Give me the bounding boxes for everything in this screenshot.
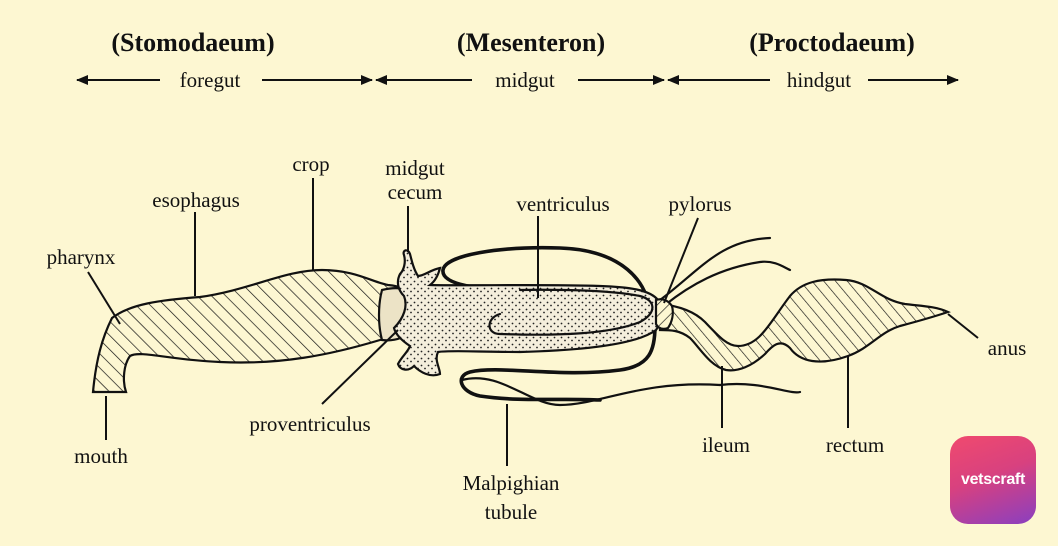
rectum-label: rectum xyxy=(826,433,884,457)
ventriculus-label: ventriculus xyxy=(516,192,609,216)
mouth-label: mouth xyxy=(74,444,128,468)
pylorus-shape xyxy=(654,298,674,330)
pylorus-label: pylorus xyxy=(669,192,732,216)
midgut-cecum-label-line1: midgut xyxy=(385,156,445,180)
vetscraft-logo: vetscraft xyxy=(950,436,1036,524)
foregut-label: foregut xyxy=(180,68,241,92)
ileum-label: ileum xyxy=(702,433,750,457)
crop-label: crop xyxy=(292,152,329,176)
hindgut-shape xyxy=(658,278,951,372)
malpighian-tubule-label-line2: tubule xyxy=(485,500,538,524)
proventriculus-label: proventriculus xyxy=(249,412,370,436)
ventriculus-fold xyxy=(488,288,654,336)
anus-label: anus xyxy=(988,336,1027,360)
hindgut-label: hindgut xyxy=(787,68,851,92)
logo-text: vetscraft xyxy=(960,471,1025,488)
foregut-shape xyxy=(91,268,415,394)
region-proctodaeum: (Proctodaeum) xyxy=(749,28,915,57)
region-stomodaeum: (Stomodaeum) xyxy=(111,28,274,57)
malpighian-tubule-label-line1: Malpighian xyxy=(463,471,560,495)
pharynx-label: pharynx xyxy=(47,245,116,269)
ventriculus-shape xyxy=(392,249,663,377)
midgut-cecum-label-line2: cecum xyxy=(388,180,443,204)
midgut-label: midgut xyxy=(495,68,555,92)
leader-lines xyxy=(87,178,979,466)
region-mesenteron: (Mesenteron) xyxy=(457,28,605,57)
esophagus-label: esophagus xyxy=(152,188,240,212)
